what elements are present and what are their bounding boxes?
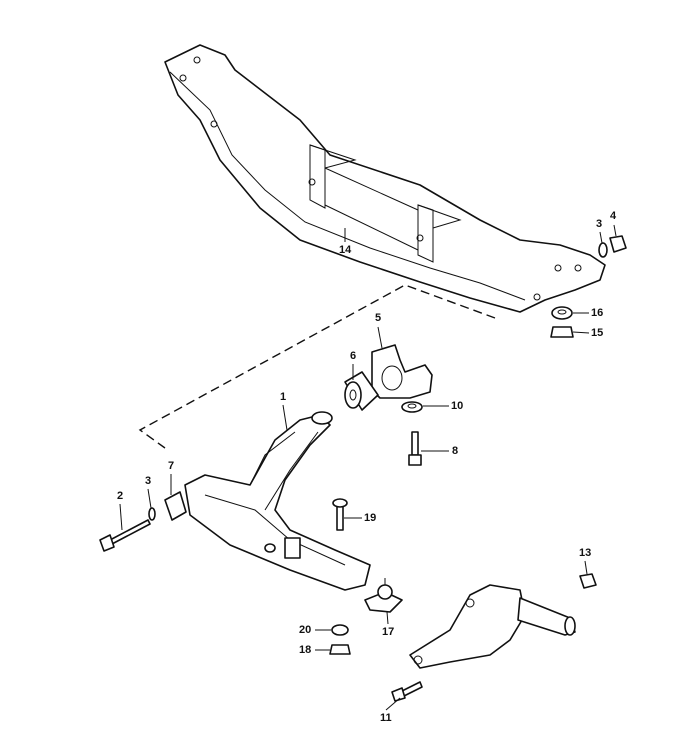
callout-18: 18 bbox=[299, 644, 312, 656]
callout-14: 14 bbox=[339, 244, 352, 256]
bushing-clamp-part bbox=[371, 344, 433, 399]
callout-11: 11 bbox=[380, 712, 392, 724]
callout-3b: 3 bbox=[145, 475, 152, 487]
callout-5: 5 bbox=[375, 312, 382, 324]
callout-15: 15 bbox=[591, 327, 604, 339]
callout-8: 8 bbox=[452, 445, 459, 457]
callout-2: 2 bbox=[117, 490, 124, 502]
callout-7: 7 bbox=[168, 460, 175, 472]
callout-20: 20 bbox=[299, 624, 312, 636]
callout-6: 6 bbox=[350, 350, 357, 362]
crossmember-part bbox=[164, 44, 606, 313]
callout-13: 13 bbox=[579, 547, 592, 559]
reference-line bbox=[138, 284, 496, 449]
control-arm-part bbox=[184, 411, 371, 591]
callout-19: 19 bbox=[364, 512, 377, 524]
callout-1: 1 bbox=[280, 391, 287, 403]
callout-17: 17 bbox=[382, 626, 395, 638]
callout-4: 4 bbox=[610, 210, 617, 222]
steering-knuckle-part bbox=[409, 584, 576, 669]
callout-3: 3 bbox=[596, 218, 603, 230]
callout-10: 10 bbox=[451, 400, 464, 412]
callout-16: 16 bbox=[591, 307, 604, 319]
leader-lines bbox=[119, 224, 617, 711]
